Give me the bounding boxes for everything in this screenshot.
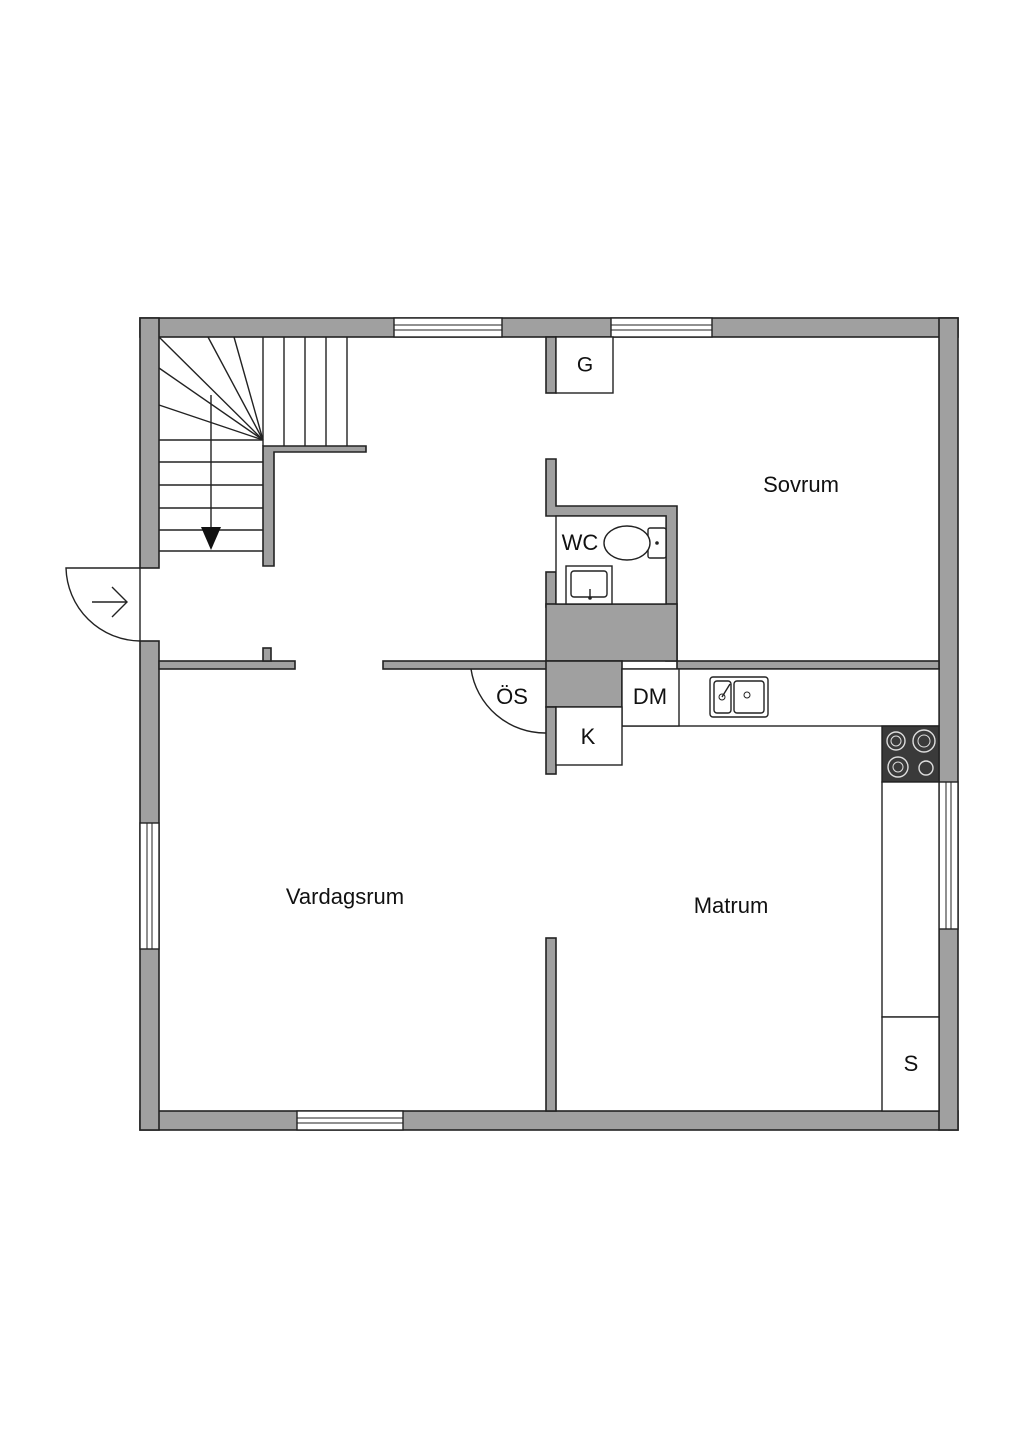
window-top-right xyxy=(610,317,713,338)
k-cabinet xyxy=(555,706,623,766)
window-top-left xyxy=(393,317,503,338)
g-cabinet xyxy=(555,336,614,394)
room-label-matrum: Matrum xyxy=(694,893,769,918)
windows xyxy=(139,317,959,1131)
kitchen-counter xyxy=(621,668,940,1112)
os-label: ÖS xyxy=(496,684,528,709)
dm-label: DM xyxy=(633,684,667,709)
s-label: S xyxy=(904,1051,919,1076)
kitchen-sink-icon xyxy=(709,676,769,718)
window-bottom xyxy=(296,1110,404,1131)
k-label: K xyxy=(581,724,596,749)
g-label: G xyxy=(577,354,593,377)
window-right xyxy=(938,781,959,930)
sink-icon xyxy=(565,565,613,605)
entrance-arrow-icon xyxy=(92,586,128,618)
wc-fixtures xyxy=(555,515,667,605)
entrance-door xyxy=(65,567,141,642)
room-label-wc: WC xyxy=(562,530,599,555)
s-cabinet xyxy=(881,1016,940,1112)
room-label-sovrum: Sovrum xyxy=(763,472,839,497)
staircase xyxy=(158,336,348,552)
stove-icon xyxy=(881,725,940,783)
stair-arrow-icon xyxy=(201,527,221,550)
os-door xyxy=(470,668,547,734)
toilet-icon xyxy=(603,525,667,561)
room-label-vardagsrum: Vardagsrum xyxy=(286,884,404,909)
window-left xyxy=(139,822,160,950)
